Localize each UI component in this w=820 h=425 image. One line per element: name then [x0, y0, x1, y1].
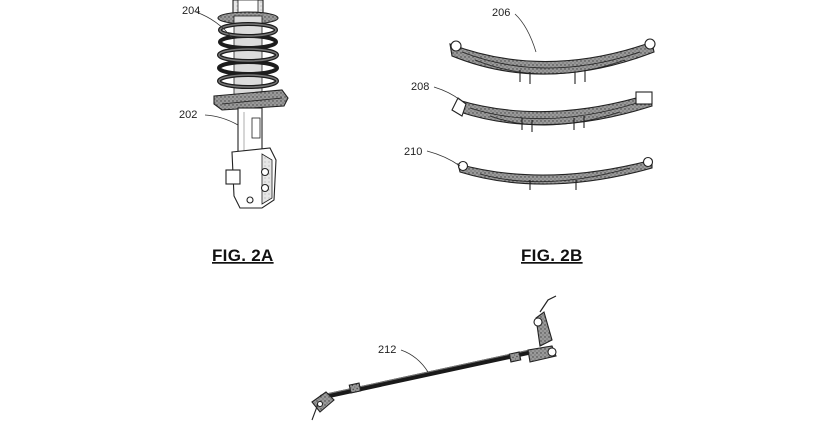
leaf-spring-bottom [457, 156, 654, 190]
fig-2a-caption: FIG. 2A [212, 246, 274, 265]
leader-210 [426, 150, 461, 167]
fig-2b-caption: FIG. 2B [521, 246, 583, 265]
left-end-link [311, 391, 335, 421]
knuckle-bracket [225, 147, 277, 209]
bushing-right [508, 351, 522, 363]
leaf-spring-top [449, 38, 656, 84]
ref-numeral-204: 204 [182, 5, 200, 17]
right-end-link [527, 295, 557, 363]
ref-numeral-206: 206 [492, 7, 510, 19]
leaf-spring-middle [451, 91, 653, 132]
bushing-left [348, 382, 362, 394]
ref-numeral-210: 210 [404, 146, 422, 158]
fig-2a-strut-assembly: 204 202 FIG. 2A [179, 0, 289, 265]
fig-2b-leaf-springs: 206 208 210 FIG. 2B [404, 7, 656, 265]
spring-seat [213, 89, 289, 111]
leader-208 [433, 86, 461, 101]
leader-202 [204, 114, 239, 126]
ref-numeral-212: 212 [378, 344, 396, 356]
strut-body [237, 107, 263, 157]
ref-numeral-202: 202 [179, 109, 197, 121]
fig-2c-stabilizer-bar: 212 [311, 295, 557, 421]
leader-212 [400, 349, 429, 373]
coil-spring [217, 15, 279, 99]
leader-206 [514, 13, 537, 53]
ref-numeral-208: 208 [411, 81, 429, 93]
leader-204 [195, 11, 233, 39]
